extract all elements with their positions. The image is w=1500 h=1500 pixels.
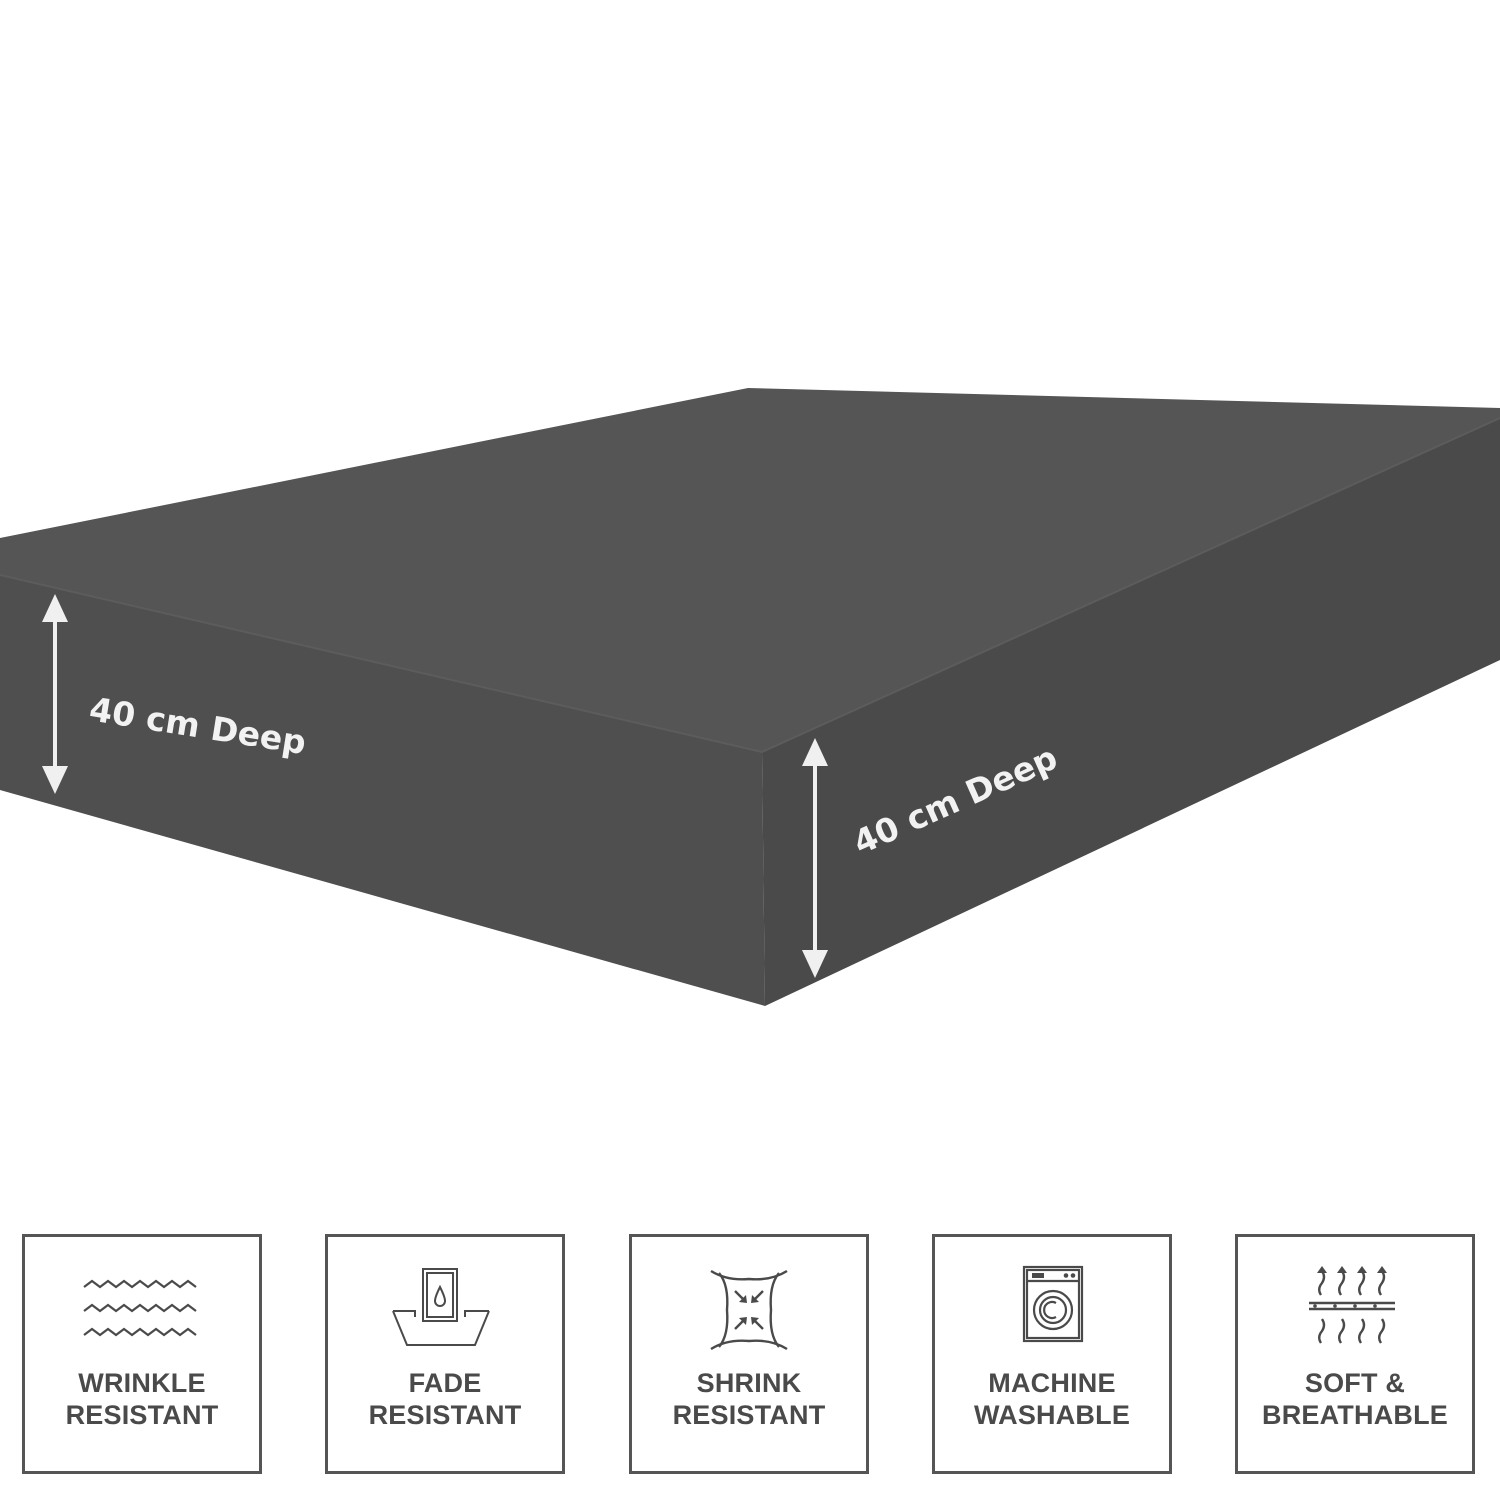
mattress-right-side xyxy=(762,418,1500,1006)
mattress-edge-line xyxy=(0,417,1500,754)
mattress-illustration: 40 cm Deep 40 cm Deep xyxy=(0,388,1500,1006)
fade-basin-drop-icon xyxy=(385,1265,505,1355)
wrinkle-waves-icon xyxy=(82,1265,202,1355)
mattress-left-side xyxy=(0,575,765,1006)
feature-label: SOFT & BREATHABLE xyxy=(1262,1368,1448,1430)
depth-arrow-left xyxy=(42,594,68,794)
feature-soft-breathable: SOFT & BREATHABLE xyxy=(1235,1234,1475,1474)
feature-strip: WRINKLE RESISTANT FADE RESISTANT xyxy=(22,1234,1476,1474)
feature-label: FADE RESISTANT xyxy=(368,1368,522,1430)
feature-label: WRINKLE RESISTANT xyxy=(65,1368,219,1430)
feature-label: SHRINK RESISTANT xyxy=(672,1368,826,1430)
mattress-top-surface xyxy=(0,388,1500,752)
feature-shrink-resistant: SHRINK RESISTANT xyxy=(629,1234,869,1474)
depth-arrow-right xyxy=(802,738,828,978)
shrink-arrows-icon xyxy=(689,1265,809,1355)
feature-label: MACHINE WASHABLE xyxy=(973,1368,1131,1430)
washing-machine-icon xyxy=(992,1265,1112,1355)
feature-wrinkle-resistant: WRINKLE RESISTANT xyxy=(22,1234,262,1474)
feature-machine-washable: MACHINE WASHABLE xyxy=(932,1234,1172,1474)
breathable-layers-icon xyxy=(1295,1265,1415,1355)
feature-fade-resistant: FADE RESISTANT xyxy=(325,1234,565,1474)
